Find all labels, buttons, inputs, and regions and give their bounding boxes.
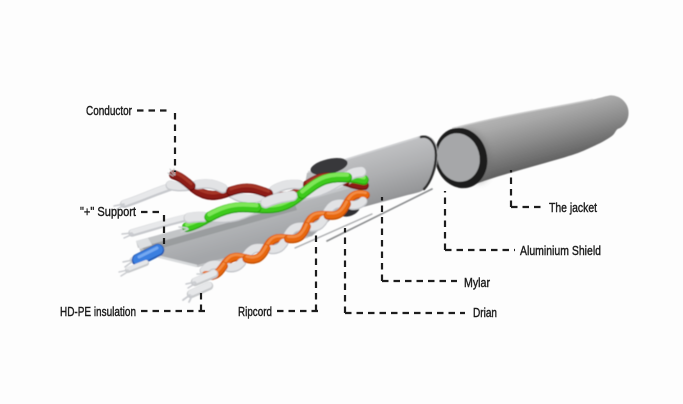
svg-text:Aluminium Shield: Aluminium Shield	[520, 243, 601, 258]
svg-text:HD-PE insulation: HD-PE insulation	[60, 304, 136, 319]
svg-text:Ripcord: Ripcord	[238, 304, 272, 319]
svg-text:The jacket: The jacket	[549, 200, 597, 215]
svg-text:"+" Support: "+" Support	[80, 204, 136, 219]
svg-text:Mylar: Mylar	[464, 275, 490, 290]
svg-text:Drian: Drian	[473, 305, 497, 320]
svg-text:Conductor: Conductor	[86, 103, 132, 118]
